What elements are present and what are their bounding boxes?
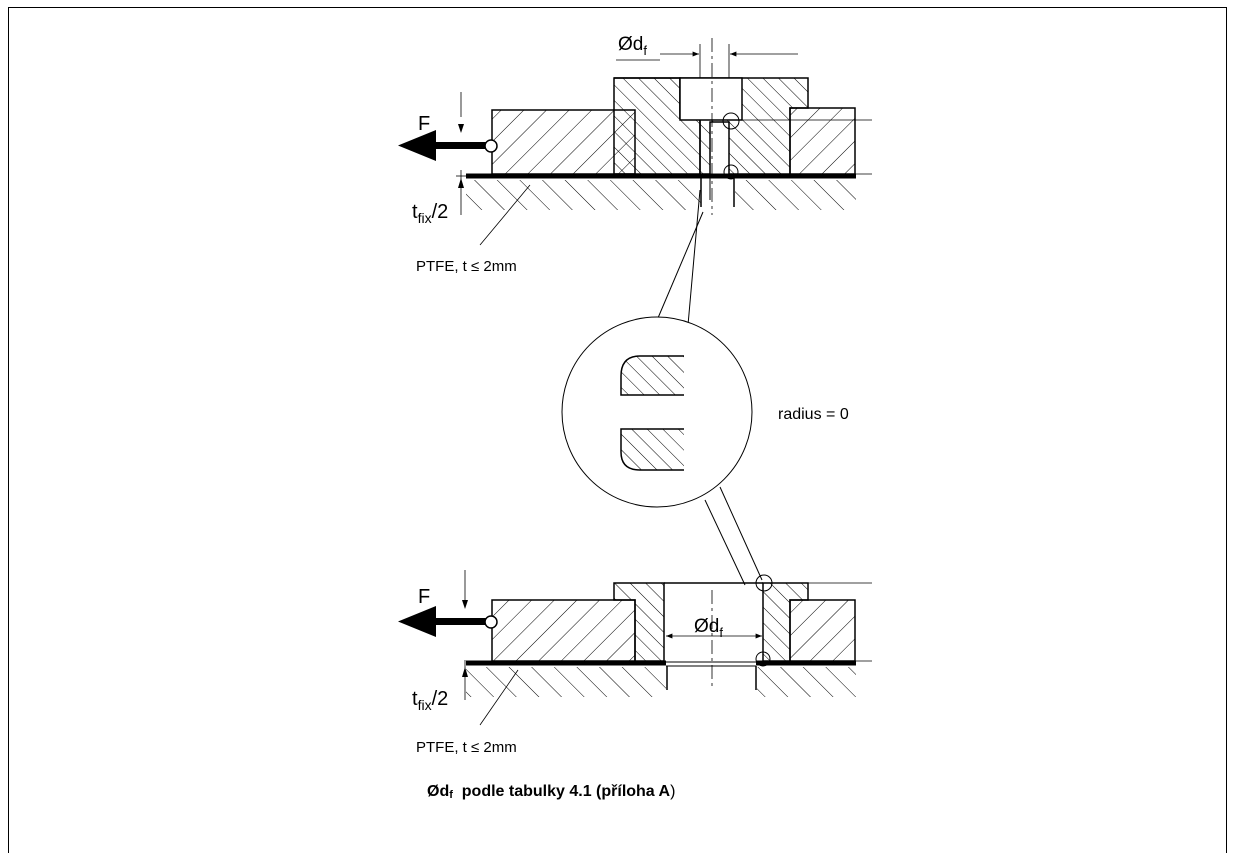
bottom-detail-marker-1 — [755, 574, 773, 592]
bottom-left-block — [491, 599, 636, 662]
top-force-label: F — [418, 113, 430, 135]
bottom-ptfe-label: PTFE, t ≤ 2mm — [416, 739, 517, 756]
bottom-thickness-label: tfix/2 — [412, 688, 448, 713]
top-ptfe-label: PTFE, t ≤ 2mm — [416, 258, 517, 275]
detail-lower-profile — [620, 428, 685, 471]
radius-label: radius = 0 — [778, 406, 849, 423]
bottom-assembly — [398, 570, 872, 726]
top-ground-hatch — [466, 180, 856, 210]
top-force-arrow — [398, 130, 498, 161]
bottom-right-block — [789, 599, 856, 662]
bottom-diameter-label: Ødf — [694, 616, 723, 640]
top-detail-marker-2 — [723, 164, 739, 180]
top-assembly — [398, 38, 872, 246]
top-thickness-label: tfix/2 — [412, 201, 448, 226]
detail-circle — [561, 316, 753, 508]
figure-frame — [8, 7, 1227, 853]
figure-caption: Ødf podle tabulky 4.1 (příloha A) — [427, 783, 675, 801]
top-diameter-label: Ødf — [618, 34, 647, 58]
bottom-ground-hatch — [466, 667, 856, 697]
top-detail-marker-1 — [722, 112, 740, 130]
bottom-detail-marker-2 — [755, 651, 771, 667]
bottom-force-label: F — [418, 586, 430, 608]
top-right-block — [789, 107, 856, 175]
bottom-force-arrow — [398, 606, 498, 637]
detail-view — [561, 189, 763, 586]
detail-upper-profile — [620, 355, 685, 396]
